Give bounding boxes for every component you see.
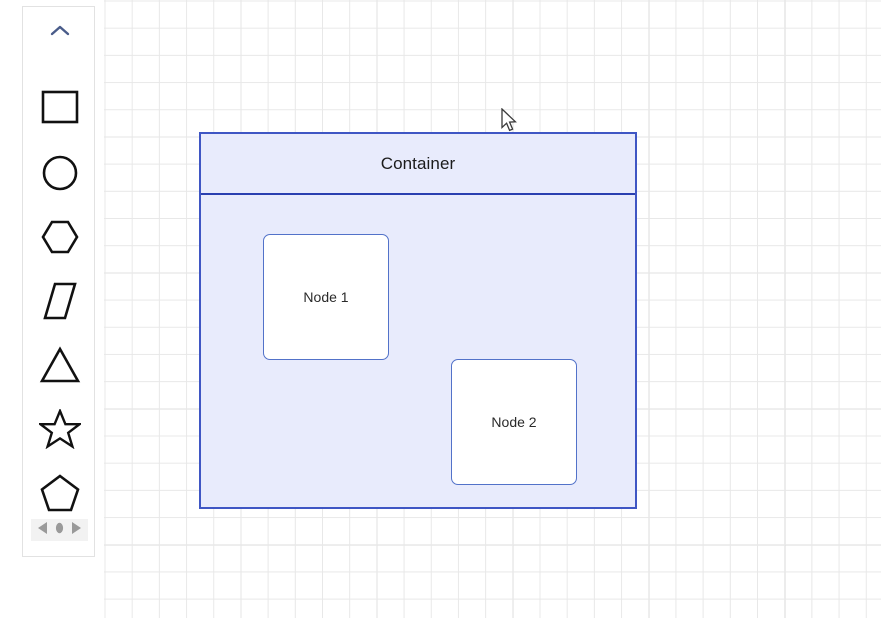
arrow-cursor-icon [501, 107, 519, 134]
container-node[interactable]: Container Node 1 Node 2 [199, 132, 637, 509]
container-node-title: Container [380, 153, 456, 173]
rectangle-shape-icon [41, 90, 79, 124]
shape-item-parallelogram[interactable] [23, 269, 96, 333]
shape-item-triangle[interactable] [23, 333, 96, 397]
star-shape-icon [38, 409, 81, 449]
triangle-left-icon[interactable] [37, 521, 48, 540]
shape-item-hexagon[interactable] [23, 205, 96, 269]
shape-item-star[interactable] [23, 397, 96, 461]
circle-shape-icon [41, 154, 79, 192]
chevron-up-icon [49, 24, 71, 38]
node-1-label: Node 1 [303, 289, 349, 305]
hexagon-shape-icon [40, 219, 80, 255]
triangle-right-icon[interactable] [71, 521, 82, 540]
triangle-shape-icon [39, 346, 81, 384]
sidebar-collapse-button[interactable] [23, 7, 96, 55]
page-dot-icon[interactable] [55, 521, 64, 540]
shape-item-rectangle[interactable] [23, 75, 96, 139]
node-1[interactable]: Node 1 [263, 234, 389, 360]
shape-sidebar [0, 0, 104, 618]
shape-item-ellipse[interactable] [23, 141, 96, 205]
shape-item-pentagon[interactable] [23, 461, 96, 525]
pentagon-shape-icon [39, 473, 81, 513]
container-node-header[interactable]: Container [201, 134, 635, 195]
diagram-canvas[interactable]: Container Node 1 Node 2 [104, 0, 881, 618]
node-2-label: Node 2 [491, 414, 537, 430]
shape-palette-panel [22, 6, 95, 557]
node-2[interactable]: Node 2 [451, 359, 577, 485]
shape-palette-pager [31, 519, 88, 541]
container-node-body[interactable]: Node 1 Node 2 [201, 195, 635, 507]
parallelogram-shape-icon [42, 281, 78, 321]
